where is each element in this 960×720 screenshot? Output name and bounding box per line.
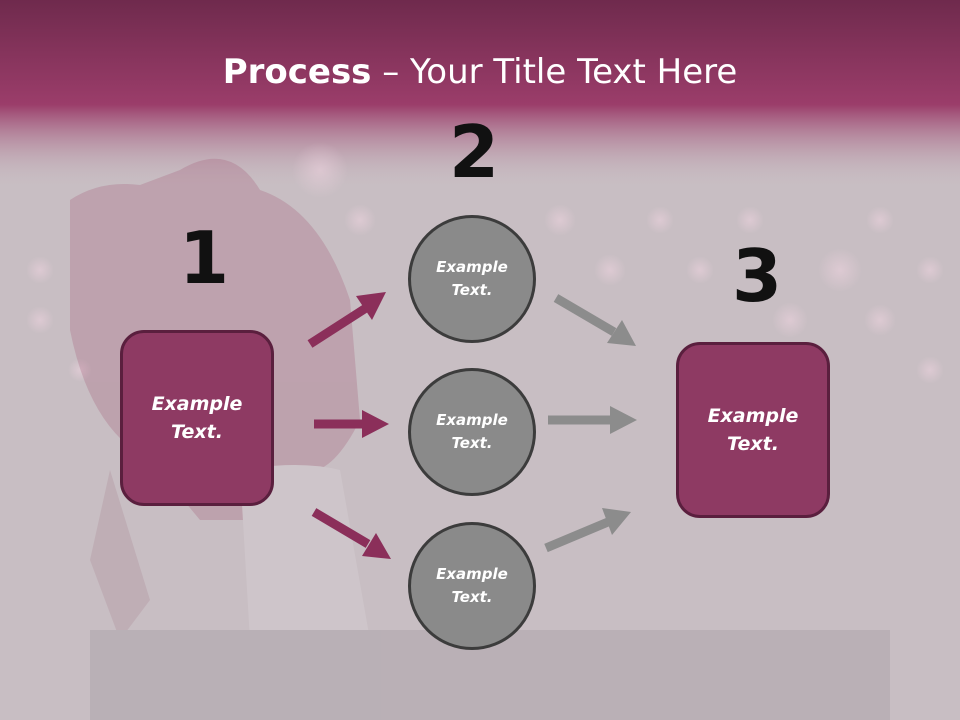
arrow-circle-middle-to-3	[548, 406, 637, 434]
step-1-text-line1: Example	[151, 392, 243, 415]
step-number-2: 2	[449, 110, 500, 194]
circle-middle: Example Text.	[408, 368, 536, 496]
circle-middle-text: Example Text.	[436, 409, 508, 456]
circle-bottom-text: Example Text.	[436, 563, 508, 610]
step-3-box: Example Text.	[676, 342, 830, 518]
arrow-1-to-circle-top	[307, 292, 386, 348]
circle-middle-line2: Text.	[451, 434, 493, 452]
step-1-text: Example Text.	[152, 390, 243, 447]
step-number-1: 1	[179, 216, 230, 300]
circle-top-line2: Text.	[451, 281, 493, 299]
arrow-circle-top-to-3	[553, 294, 636, 346]
circle-bottom-line1: Example	[436, 564, 508, 583]
title-bold: Process	[222, 52, 372, 92]
circle-bottom: Example Text.	[408, 522, 536, 650]
step-1-text-line2: Text.	[171, 421, 223, 443]
circle-top-line1: Example	[436, 257, 508, 276]
slide-title: Process – Your Title Text Here	[0, 52, 960, 92]
step-1-box: Example Text.	[120, 330, 274, 506]
circle-bottom-line2: Text.	[451, 588, 493, 606]
step-3-text-line2: Text.	[727, 433, 779, 455]
arrow-circle-bottom-to-3	[544, 508, 631, 553]
arrow-1-to-circle-middle	[314, 410, 389, 438]
circle-top: Example Text.	[408, 215, 536, 343]
circle-top-text: Example Text.	[436, 256, 508, 303]
arrow-1-to-circle-bottom	[311, 508, 391, 559]
step-number-3: 3	[732, 234, 783, 318]
step-3-text-line1: Example	[707, 404, 799, 427]
circle-middle-line1: Example	[436, 410, 508, 429]
step-3-text: Example Text.	[708, 402, 799, 459]
title-rest: – Your Title Text Here	[371, 52, 738, 92]
